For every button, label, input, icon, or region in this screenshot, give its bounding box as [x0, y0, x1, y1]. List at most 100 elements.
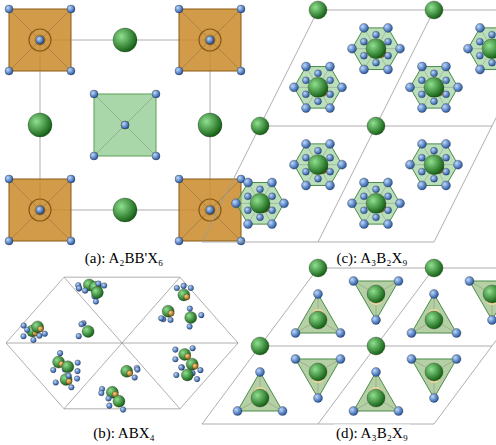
x-atom: [21, 333, 27, 339]
x-atom: [418, 168, 425, 175]
x-atom: [66, 373, 72, 379]
x-atom: [360, 52, 367, 59]
a-atom: [308, 77, 328, 97]
x-atom: [443, 168, 450, 175]
x-atom: [67, 175, 75, 183]
x-atom: [37, 333, 43, 339]
bond-line: [9, 9, 71, 71]
x-atom: [75, 360, 81, 366]
a-atom: [113, 395, 125, 407]
x-atom: [327, 77, 334, 84]
x-atom: [336, 329, 345, 338]
x-atom: [179, 365, 185, 371]
x-atom: [327, 91, 334, 98]
x-atom: [93, 299, 99, 305]
x-atom: [465, 277, 474, 286]
cell-edge: [122, 277, 180, 343]
a-atom: [181, 369, 193, 381]
x-atom: [269, 193, 276, 200]
x-atom: [257, 186, 264, 193]
x-atom: [158, 315, 164, 321]
x-atom: [315, 70, 322, 77]
panel-caption: (c): A₃B₂X₉: [334, 250, 409, 267]
panel-caption: (d): A₃B₂X₉: [334, 425, 410, 442]
octahedron: [9, 9, 71, 71]
x-atom: [431, 175, 438, 182]
x-atom: [430, 394, 439, 403]
x-atom: [385, 193, 392, 200]
cell-edge: [202, 10, 318, 242]
x-atom: [5, 5, 13, 13]
x-atom: [36, 206, 44, 214]
x-atom: [120, 407, 126, 413]
a-atom: [367, 117, 385, 135]
x-atom: [338, 83, 347, 92]
x-atom: [360, 65, 369, 74]
x-atom: [348, 199, 357, 208]
a-atom: [62, 361, 74, 373]
x-atom: [384, 178, 393, 187]
x-atom: [372, 316, 381, 325]
x-atom: [280, 199, 289, 208]
x-atom: [442, 104, 451, 113]
x-atom: [372, 368, 381, 377]
x-atom: [488, 316, 496, 325]
x-atom: [75, 368, 81, 374]
b-site: [199, 29, 221, 51]
cell-edge: [64, 277, 122, 343]
octahedron: [352, 28, 400, 70]
x-atom: [302, 77, 309, 84]
x-atom: [96, 281, 102, 287]
x-atom: [206, 206, 214, 214]
x-atom: [326, 104, 335, 113]
x-atom: [206, 36, 214, 44]
bond-line: [179, 9, 241, 71]
a-atom: [162, 305, 174, 317]
octahedron: [411, 359, 456, 398]
a-atom: [60, 373, 72, 385]
b-atom: [192, 363, 198, 369]
a-atom: [367, 389, 385, 407]
x-atom: [132, 375, 138, 381]
x-atom: [173, 347, 179, 353]
x-atom: [244, 207, 251, 214]
x-atom: [244, 220, 253, 229]
x-atom: [394, 407, 403, 416]
x-atom: [302, 154, 309, 161]
x-atom: [237, 5, 245, 13]
x-atom: [454, 83, 463, 92]
x-atom: [349, 277, 358, 286]
x-atom: [175, 237, 183, 245]
x-atom: [431, 98, 438, 105]
b-site: [29, 29, 51, 51]
b-site: [29, 199, 51, 221]
a-atom: [250, 193, 270, 213]
octahedron: [352, 183, 400, 225]
x-atom: [135, 367, 141, 373]
octahedron: [237, 372, 282, 411]
cell-edge: [180, 277, 238, 343]
x-atom: [269, 207, 276, 214]
panel-caption: (a): A₂BB'X₆: [83, 250, 166, 267]
a-atom: [366, 193, 386, 213]
b-atom: [168, 310, 174, 316]
x-atom: [175, 5, 183, 13]
x-atom: [168, 317, 174, 323]
x-atom: [244, 193, 251, 200]
x-atom: [314, 394, 323, 403]
x-atom: [443, 91, 450, 98]
x-atom: [418, 139, 427, 148]
a-atom: [425, 259, 443, 277]
x-atom: [302, 168, 309, 175]
x-atom: [442, 62, 451, 71]
x-atom: [82, 288, 88, 294]
octahedron: [410, 144, 458, 186]
x-atom: [489, 59, 496, 66]
cell-edge: [202, 268, 318, 424]
x-atom: [291, 329, 300, 338]
x-atom: [360, 193, 367, 200]
cell-edge: [122, 343, 180, 409]
x-atom: [190, 345, 196, 351]
x-atom: [187, 306, 193, 312]
a-atom: [366, 39, 386, 59]
